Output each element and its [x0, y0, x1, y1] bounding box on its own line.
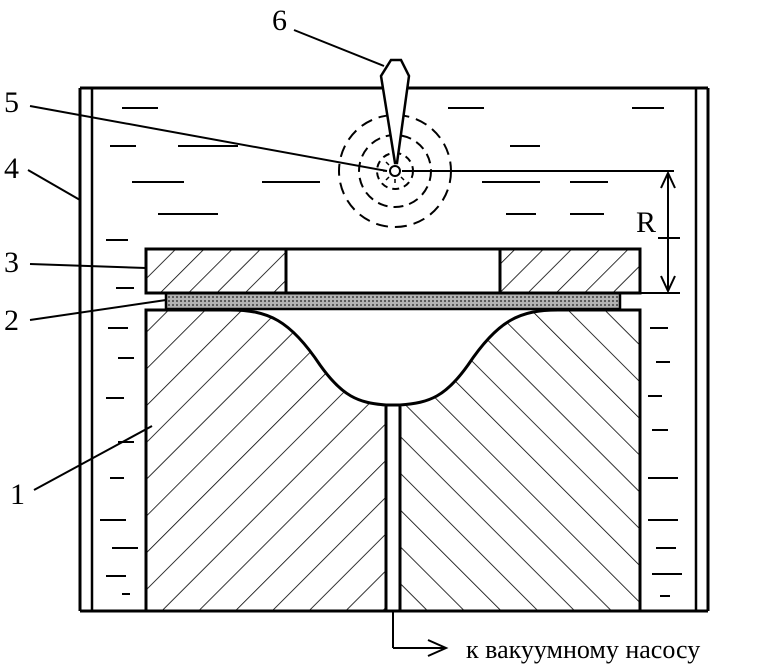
callout-die: 1 — [10, 478, 25, 511]
vacuum-channel — [392, 611, 449, 657]
callout-tank: 4 — [4, 152, 19, 185]
clamp-ring — [144, 247, 642, 295]
callout-charge: 5 — [4, 86, 19, 119]
callout-detonator: 6 — [272, 4, 287, 37]
leader-lines — [27, 29, 388, 491]
standoff-dimension — [402, 170, 680, 294]
detonator — [379, 58, 411, 165]
callout-blank: 2 — [4, 304, 19, 337]
die — [144, 308, 642, 613]
outlet-label: к вакуумному насосу — [466, 635, 700, 664]
callout-clamp-ring: 3 — [4, 246, 19, 279]
standoff-label: R — [636, 206, 656, 239]
water-dashes — [100, 107, 682, 597]
blank-sheet — [164, 291, 622, 311]
